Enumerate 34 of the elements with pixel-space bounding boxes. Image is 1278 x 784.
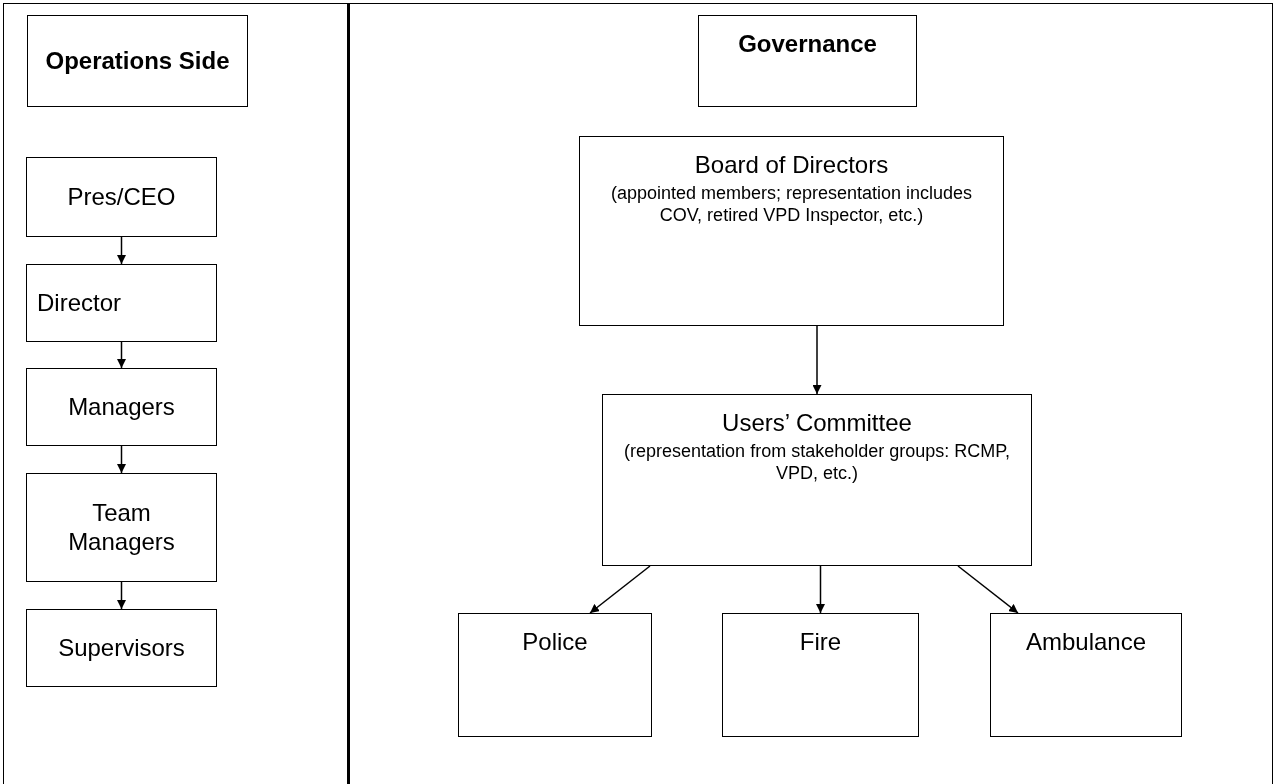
org-box	[722, 613, 919, 737]
org-box	[27, 15, 248, 107]
box-title: Users’ Committee	[722, 409, 912, 438]
box-title: Team Managers	[67, 498, 176, 557]
box-description: (appointed members; representation includes COV, retired VPD Inspector, etc.)	[609, 181, 974, 227]
org-box	[26, 157, 217, 237]
arrow	[117, 581, 126, 610]
box-title: Operations Side	[45, 46, 230, 76]
box-title: Board of Directors	[694, 151, 889, 180]
org-box	[26, 609, 217, 687]
box-title: Supervisors	[58, 633, 185, 663]
arrow	[816, 565, 825, 614]
org-box	[602, 394, 1032, 566]
box-title: Governance	[738, 30, 877, 59]
arrow	[957, 565, 1019, 614]
box-title: Director	[37, 288, 121, 318]
org-box	[458, 613, 652, 737]
box-title: Fire	[799, 628, 842, 657]
arrow	[117, 445, 126, 474]
box-description: (representation from stakeholder groups: RCMP, VPD, etc.)	[623, 439, 1011, 485]
box-title: Police	[522, 628, 588, 657]
org-box	[26, 473, 217, 582]
org-box	[26, 264, 217, 342]
arrow	[117, 236, 126, 265]
box-title: Pres/CEO	[67, 182, 176, 212]
arrow	[589, 565, 651, 614]
box-title: Ambulance	[1025, 628, 1147, 657]
box-title: Managers	[68, 392, 175, 422]
org-box	[990, 613, 1182, 737]
org-box	[698, 15, 917, 107]
org-box	[579, 136, 1004, 326]
arrow	[117, 341, 126, 369]
arrow	[812, 325, 822, 395]
org-box	[26, 368, 217, 446]
